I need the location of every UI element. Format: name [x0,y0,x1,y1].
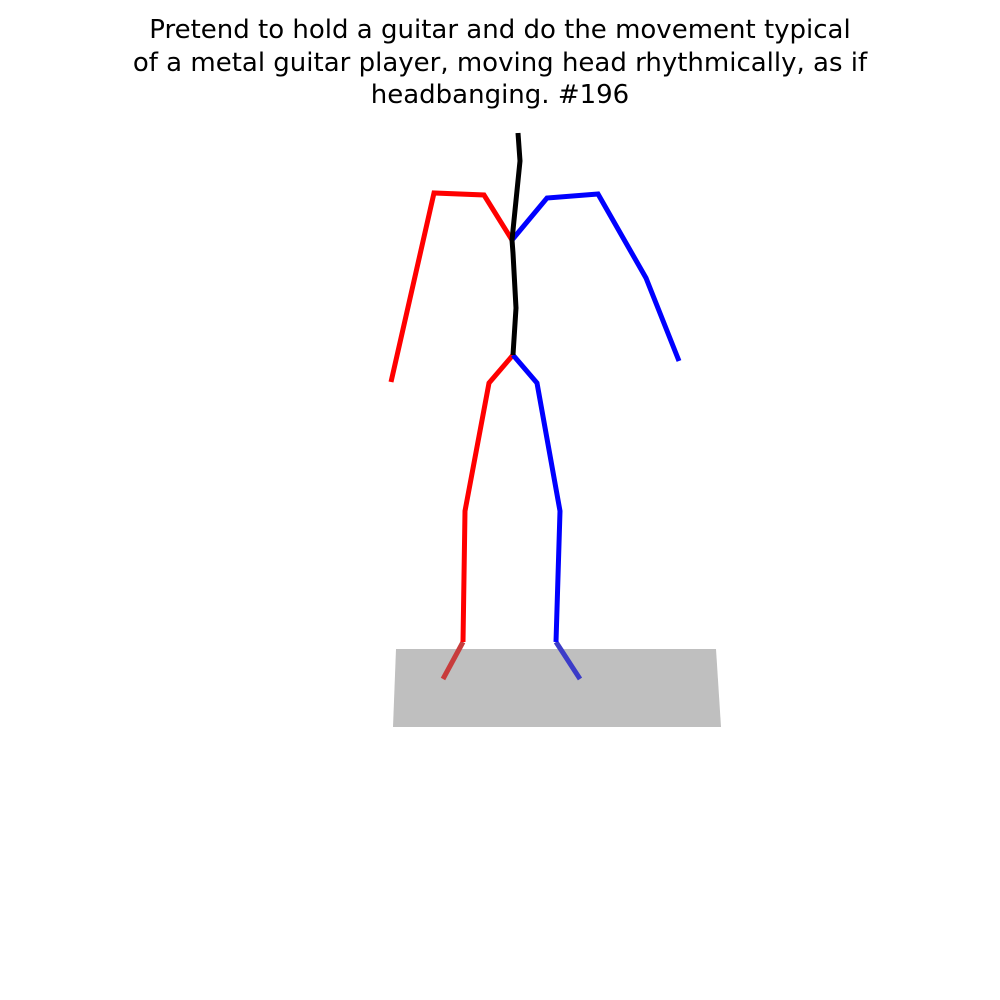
caption-line-2: of a metal guitar player, moving head rh… [132,47,868,78]
right-arm [510,191,682,362]
figure-caption: Pretend to hold a guitar and do the move… [0,14,1000,112]
left-foot [440,640,466,681]
left-leg [460,353,515,643]
left-arm [388,190,515,383]
caption-line-3: headbanging. #196 [370,80,630,110]
spine [509,132,523,356]
caption-line-1: Pretend to hold a guitar and do the move… [149,15,851,45]
floor-plane [393,649,721,727]
right-foot [553,640,583,681]
right-leg [511,353,563,643]
